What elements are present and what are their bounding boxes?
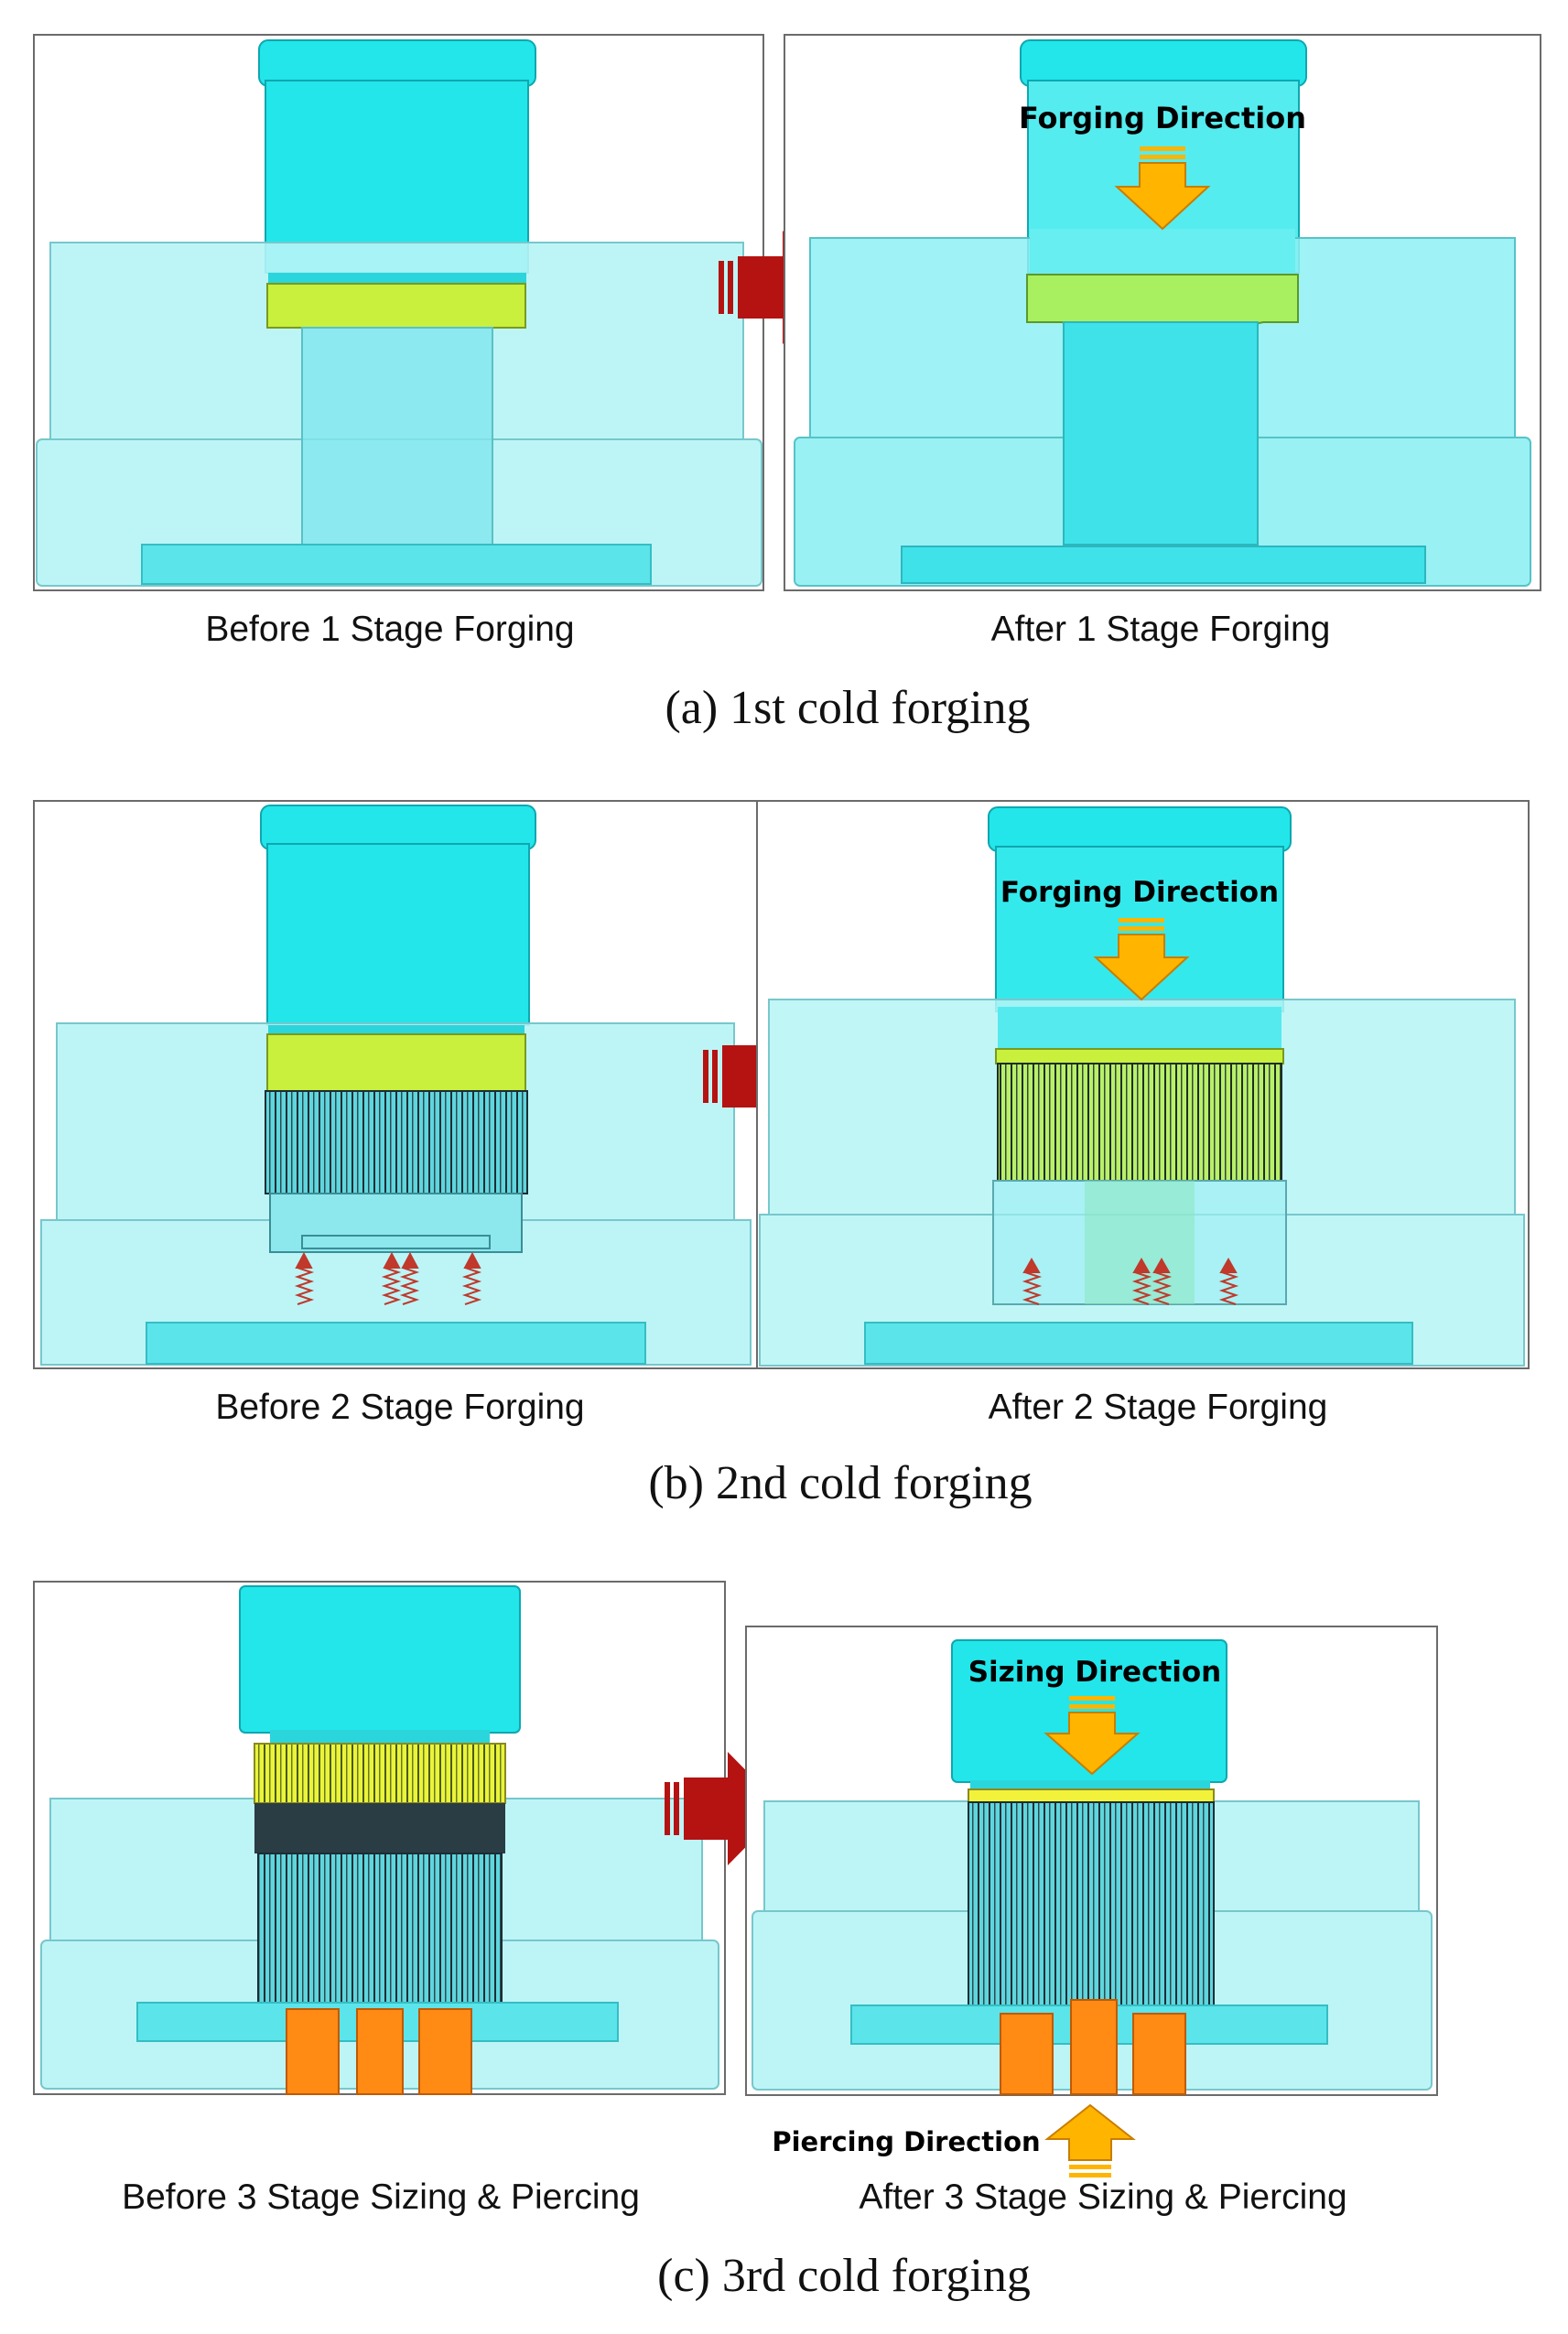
stage-a-before-panel <box>33 34 764 591</box>
stage-c-after-panel: Sizing Direction <box>745 1626 1438 2096</box>
stage-b-caption: (b) 2nd cold forging <box>648 1457 1032 1509</box>
stage-a-after-panel: Forging Direction <box>784 34 1541 591</box>
stage-a-before-punch <box>258 39 536 87</box>
stage-b-after-label: After 2 Stage Forging <box>989 1388 1328 1427</box>
stage-a-before-label: Before 1 Stage Forging <box>205 610 574 649</box>
stage-b-after-springs <box>1022 1257 1239 1305</box>
stage-c-direction-label: Sizing Direction <box>968 1656 1222 1689</box>
stage-b-after-panel: Forging Direction <box>756 800 1530 1369</box>
stage-c-sizing-direction-arrow-icon <box>1044 1696 1141 1776</box>
stage-b-before-springs <box>294 1251 482 1305</box>
stage-b-before-label: Before 2 Stage Forging <box>215 1388 584 1427</box>
stage-b-forging-direction-arrow-icon <box>1093 918 1190 1001</box>
stage-c-before-workpiece <box>254 1743 506 1804</box>
stage-c-after-label: After 3 Stage Sizing & Piercing <box>859 2177 1346 2217</box>
stage-c-caption: (c) 3rd cold forging <box>657 2250 1031 2302</box>
stage-c-before-piercing-pins <box>286 2008 472 2095</box>
stage-c-transition-arrow <box>665 1752 784 1865</box>
stage-b-before-panel <box>33 800 758 1369</box>
stage-a-forging-direction-arrow-icon <box>1114 146 1211 231</box>
stage-a-direction-label: Forging Direction <box>1019 101 1306 135</box>
stage-c-before-teeth <box>257 1853 503 2004</box>
stage-b-direction-label: Forging Direction <box>1000 876 1279 909</box>
stage-b-before-teeth <box>265 1090 528 1194</box>
stage-c-after-piercing-pins <box>1000 1999 1186 2095</box>
stage-c-before-label: Before 3 Stage Sizing & Piercing <box>122 2177 640 2217</box>
stage-c-piercing-label: Piercing Direction <box>772 2126 1040 2157</box>
stage-a-after-label: After 1 Stage Forging <box>991 610 1331 649</box>
stage-b-before-workpiece <box>266 1033 526 1092</box>
stage-b-after-teeth <box>997 1063 1282 1182</box>
stage-a-caption: (a) 1st cold forging <box>665 682 1030 734</box>
stage-c-piercing-direction-arrow-icon <box>1044 2103 1136 2177</box>
stage-a-before-workpiece <box>266 283 526 329</box>
stage-c-before-panel <box>33 1581 726 2095</box>
stage-c-after-teeth <box>968 1801 1215 2006</box>
